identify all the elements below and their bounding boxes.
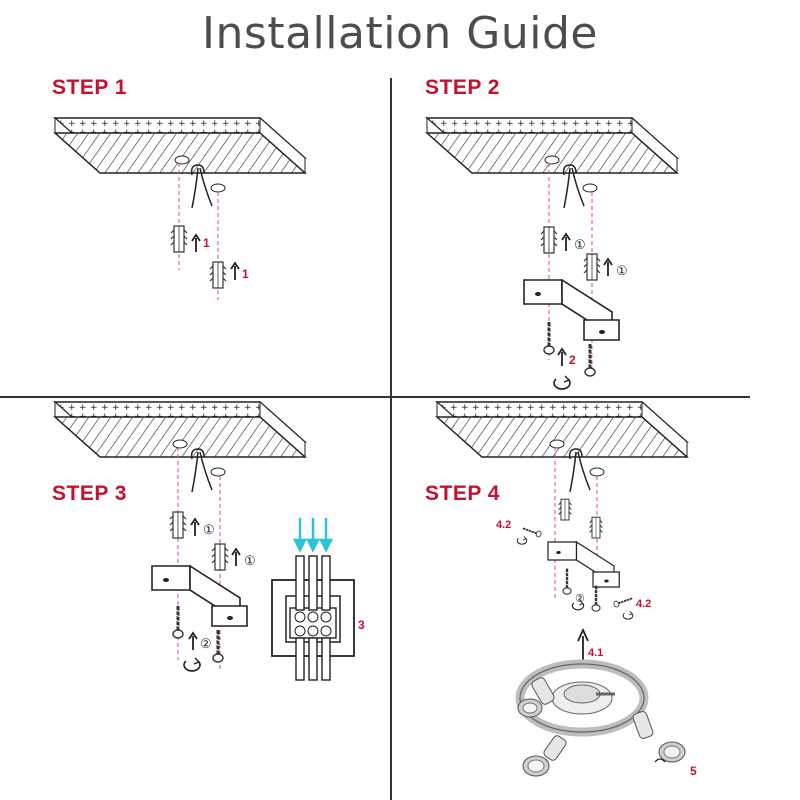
page-title: Installation Guide bbox=[202, 8, 598, 59]
step4-marker-d: 5 bbox=[690, 764, 697, 778]
step1-label: STEP 1 bbox=[52, 76, 127, 99]
step4-label: STEP 4 bbox=[425, 482, 500, 505]
step2-label: STEP 2 bbox=[425, 76, 500, 99]
step2-marker-c: 2 bbox=[569, 353, 576, 367]
ceiling-lamp bbox=[515, 659, 686, 777]
step3-marker-d: 3 bbox=[358, 618, 365, 632]
step2-marker-a: ① bbox=[574, 237, 586, 252]
step1-marker-a: 1 bbox=[203, 236, 210, 250]
step3-marker-c: ② bbox=[200, 636, 212, 651]
step2-marker-b: ① bbox=[616, 263, 628, 278]
step3-illustration: ① ① ② bbox=[54, 401, 365, 681]
step2-illustration: ① ① 2 bbox=[426, 117, 678, 390]
step1-illustration: 1 1 bbox=[54, 117, 306, 300]
terminal-block: 3 bbox=[271, 518, 365, 681]
step3-marker-b: ① bbox=[244, 553, 256, 568]
step4-illustration: ② 4.2 4.2 4.1 bbox=[436, 401, 697, 778]
step3-marker-a: ① bbox=[203, 522, 215, 537]
step4-marker-e: ② bbox=[575, 593, 585, 605]
step3-label: STEP 3 bbox=[52, 482, 127, 505]
step1-marker-b: 1 bbox=[242, 267, 249, 281]
step4-marker-b: 4.2 bbox=[636, 598, 651, 610]
step4-marker-c: 4.1 bbox=[588, 647, 603, 659]
step4-marker-a: 4.2 bbox=[496, 519, 511, 531]
